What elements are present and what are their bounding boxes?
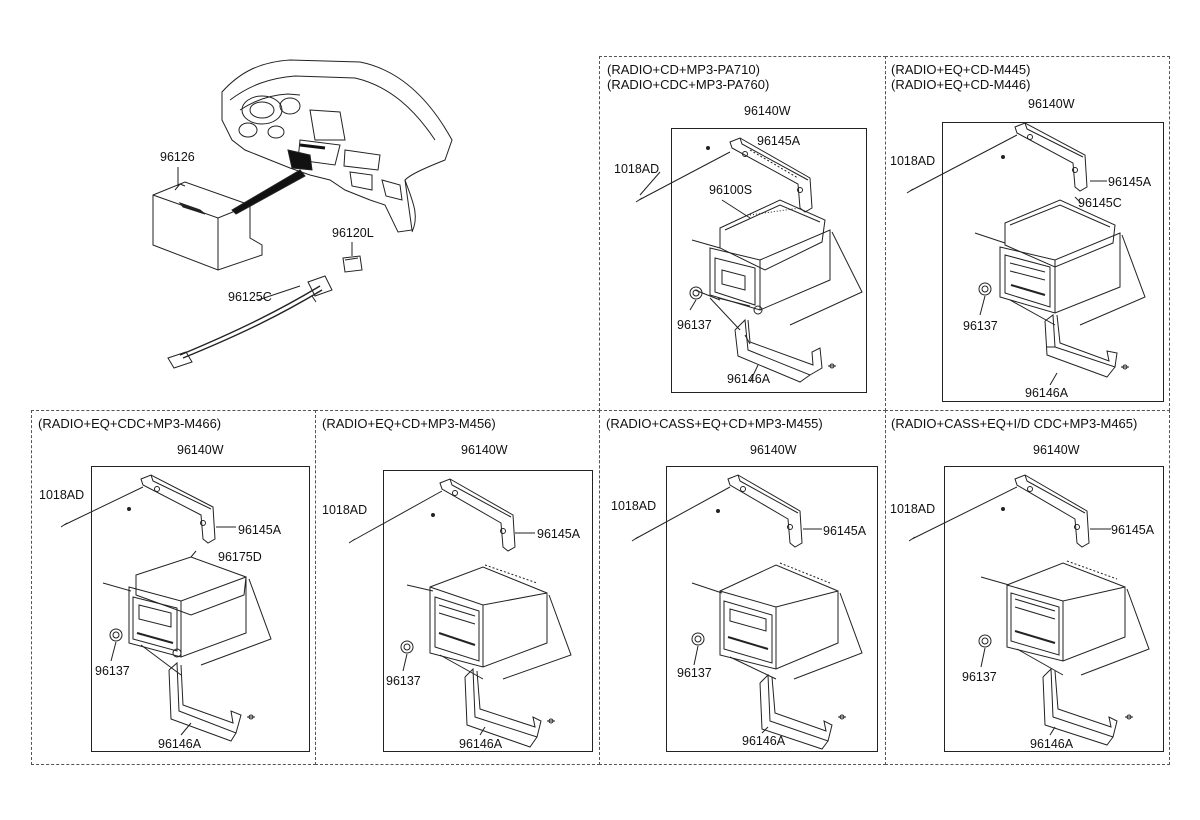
- part-label-96137: 96137: [95, 664, 130, 678]
- part-label-96145A: 96145A: [1111, 523, 1155, 537]
- part-label-96145A: 96145A: [823, 524, 867, 538]
- radio-exploded-illustration: [31, 465, 316, 750]
- part-label-1018AD: 1018AD: [890, 154, 936, 168]
- part-label-96145A: 96145A: [757, 134, 801, 148]
- assembly-box: [666, 466, 878, 752]
- assembly-box: [383, 470, 593, 752]
- section-header-line2: (RADIO+EQ+CD-M446): [891, 77, 1031, 92]
- part-label-96140W: 96140W: [1033, 443, 1080, 457]
- part-label-96100S: 96100S: [709, 183, 753, 197]
- part-label-96137: 96137: [386, 674, 421, 688]
- part-label-96146A: 96146A: [158, 737, 202, 751]
- assembly-box: [942, 122, 1164, 402]
- section-header-line1: (RADIO+CD+MP3-PA710): [607, 62, 760, 77]
- part-label-1018AD: 1018AD: [611, 499, 657, 513]
- assembly-box: [671, 128, 867, 393]
- section-header-line1: (RADIO+CASS+EQ+CD+MP3-M455): [606, 416, 823, 431]
- part-label-96126: 96126: [160, 150, 195, 164]
- radio-exploded-illustration: [600, 465, 885, 750]
- radio-exploded-illustration: [885, 465, 1170, 750]
- radio-exploded-illustration: [600, 120, 880, 390]
- section-frame-m465: [885, 410, 1170, 765]
- assembly-box: [91, 466, 310, 752]
- part-label-96145C: 96145C: [1078, 196, 1122, 210]
- part-label-96145A: 96145A: [1108, 175, 1152, 189]
- assembly-box: [944, 466, 1164, 752]
- radio-exploded-illustration: [885, 115, 1170, 395]
- part-label-96146A: 96146A: [742, 734, 786, 748]
- part-label-1018AD: 1018AD: [39, 488, 85, 502]
- part-label-96140W: 96140W: [750, 443, 797, 457]
- part-label-96140W: 96140W: [1028, 97, 1075, 111]
- part-label-96146A: 96146A: [1030, 737, 1074, 751]
- part-label-1018AD: 1018AD: [614, 162, 660, 176]
- radio-exploded-illustration: [315, 465, 600, 750]
- section-header-line1: (RADIO+EQ+CD+MP3-M456): [322, 416, 496, 431]
- part-label-96146A: 96146A: [1025, 386, 1069, 400]
- dashboard-overview-illustration: [0, 0, 600, 410]
- part-label-96137: 96137: [677, 666, 712, 680]
- part-label-96137: 96137: [963, 319, 998, 333]
- part-label-96137: 96137: [962, 670, 997, 684]
- part-label-96140W: 96140W: [177, 443, 224, 457]
- part-label-96145A: 96145A: [537, 527, 581, 541]
- part-label-96140W: 96140W: [461, 443, 508, 457]
- part-label-96146A: 96146A: [459, 737, 503, 751]
- part-label-96137: 96137: [677, 318, 712, 332]
- section-header-line1: (RADIO+CASS+EQ+I/D CDC+MP3-M465): [891, 416, 1138, 431]
- part-label-96175D: 96175D: [218, 550, 262, 564]
- part-label-1018AD: 1018AD: [322, 503, 368, 517]
- part-label-96125C: 96125C: [228, 290, 272, 304]
- part-label-96145A: 96145A: [238, 523, 282, 537]
- part-label-1018AD: 1018AD: [890, 502, 936, 516]
- part-label-96146A: 96146A: [727, 372, 771, 386]
- section-header-line1: (RADIO+EQ+CDC+MP3-M466): [38, 416, 222, 431]
- part-label-96120L: 96120L: [332, 226, 374, 240]
- section-header-line2: (RADIO+CDC+MP3-PA760): [607, 77, 770, 92]
- part-label-96140W: 96140W: [744, 104, 791, 118]
- section-header-line1: (RADIO+EQ+CD-M445): [891, 62, 1031, 77]
